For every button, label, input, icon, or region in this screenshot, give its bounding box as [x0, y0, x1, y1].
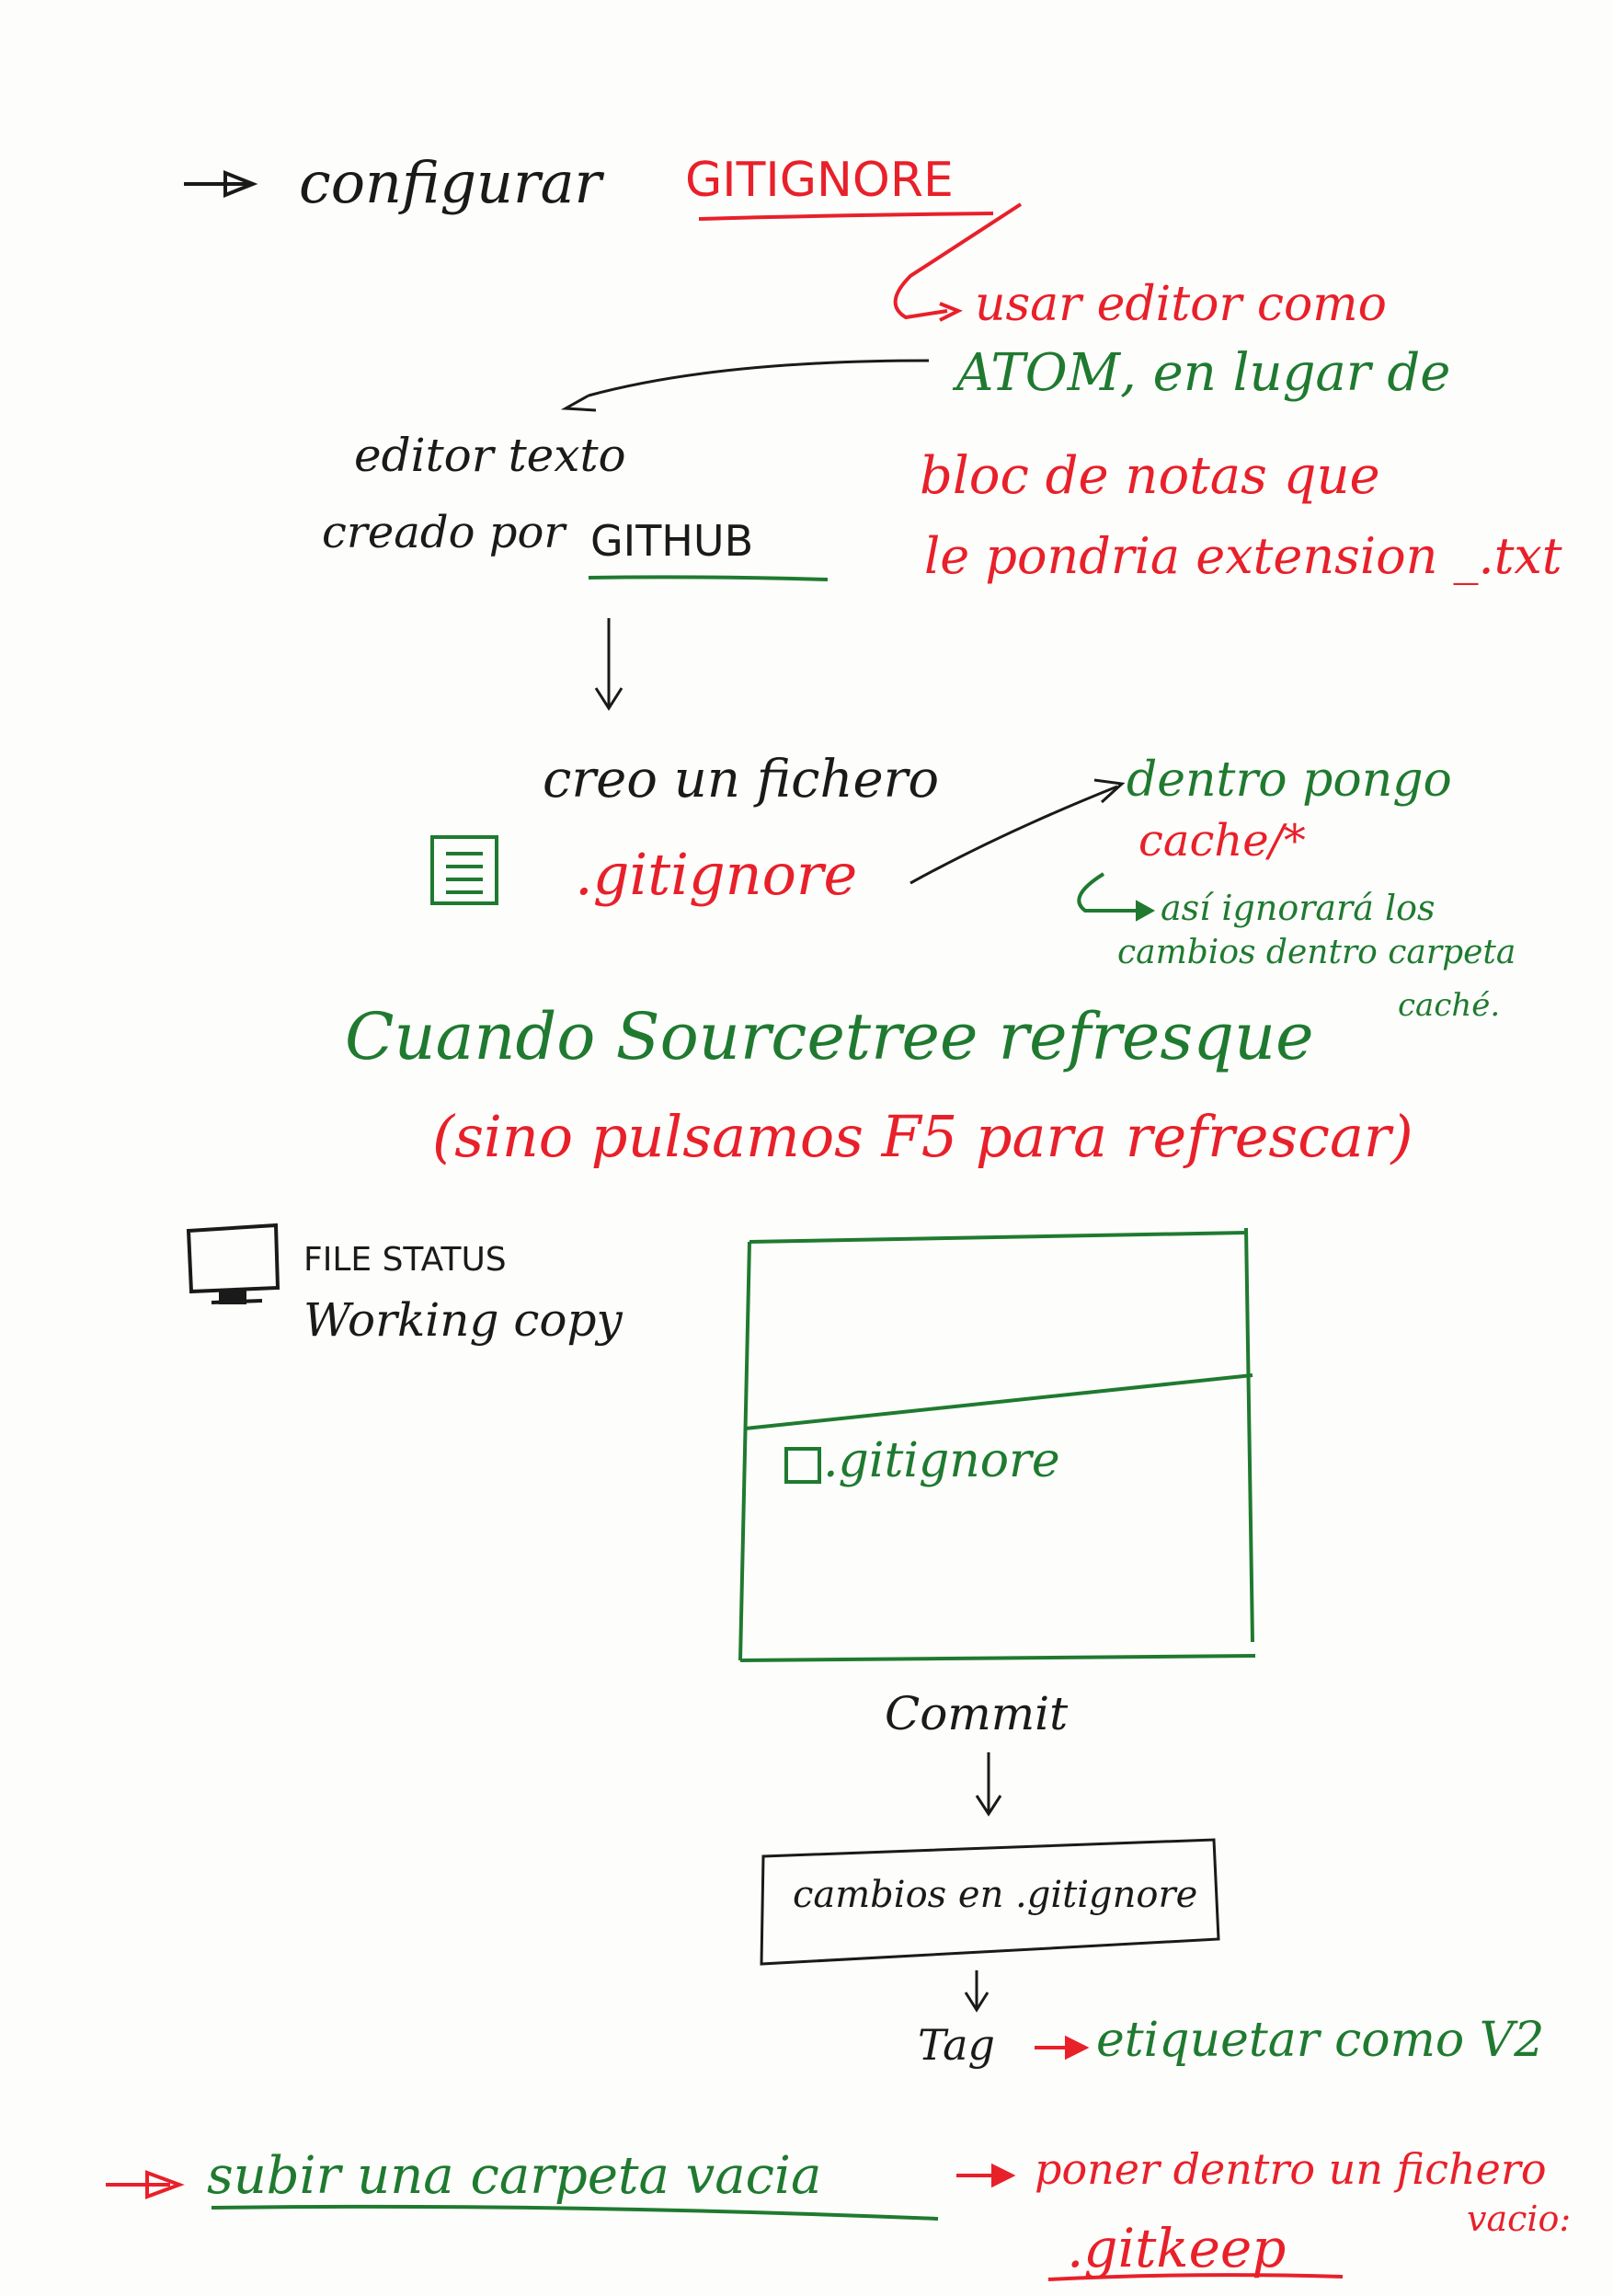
github-underline [588, 575, 829, 581]
explain-line1: así ignorará los [1161, 888, 1436, 928]
bullet-arrow-icon [184, 170, 258, 198]
atom-desc-line2-prefix: creado por [322, 507, 566, 558]
create-file-name: .gitignore [575, 841, 858, 908]
heading2-underline [211, 2204, 939, 2221]
tag-label: Tag [918, 2020, 995, 2070]
explain-line2: cambios dentro carpeta [1117, 934, 1516, 971]
content-line1: dentro pongo [1127, 752, 1452, 808]
explain-connector [1077, 872, 1150, 913]
refresh-line1: Cuando Sourcetree refresque [345, 999, 1314, 1074]
gitignore-underline [698, 212, 994, 221]
atom-desc-brand: GITHUB [590, 516, 754, 566]
explain-line3: caché. [1398, 987, 1501, 1024]
gitkeep-underline [1047, 2273, 1344, 2281]
commit-message: cambios en .gitignore [793, 1874, 1198, 1916]
monitor-icon [186, 1223, 280, 1304]
heading2-action2: vacio: [1467, 2198, 1572, 2239]
commit-box [760, 1838, 1220, 1966]
tag-arrow-icon [1035, 2035, 1090, 2061]
document-icon [430, 835, 498, 905]
heading2-action: poner dentro un fichero [1035, 2144, 1547, 2194]
commit-label: Commit [885, 1687, 1069, 1740]
tip-line4: le pondria extension _.txt [924, 527, 1562, 585]
staged-file-name: .gitignore [823, 1433, 1060, 1488]
content-arrow [909, 785, 1118, 885]
atom-arrow [588, 359, 930, 397]
tip-line3: bloc de notas que [920, 446, 1380, 506]
file-status-title: FILE STATUS [303, 1241, 507, 1279]
tag-action: etiquetar como V2 [1096, 2013, 1545, 2068]
down-arrow-icon [975, 1752, 1002, 1817]
down-arrow-icon [964, 1970, 990, 2013]
gitkeep-name: .gitkeep [1067, 2217, 1287, 2279]
action-arrow-icon [956, 2163, 1016, 2188]
heading2-label: subir una carpeta vacia [207, 2146, 822, 2206]
create-file-label: creo un fichero [543, 750, 940, 809]
tip-line2: ATOM, en lugar de [956, 343, 1451, 403]
refresh-line2: (sino pulsamos F5 para refrescar) [432, 1103, 1413, 1170]
bullet-arrow-icon [106, 2170, 185, 2199]
checkbox-icon [784, 1447, 821, 1484]
down-arrow-icon [594, 618, 623, 711]
content-line2: cache/* [1138, 815, 1306, 867]
tip-line1: usar editor como [975, 277, 1387, 332]
tip-connector [893, 202, 1023, 320]
staging-panel [738, 1227, 1256, 1662]
atom-desc-line1: editor texto [354, 429, 626, 482]
heading1-prefix: configurar [299, 149, 602, 216]
heading1-keyword: GITIGNORE [685, 153, 954, 208]
file-status-subtitle: Working copy [303, 1293, 623, 1347]
